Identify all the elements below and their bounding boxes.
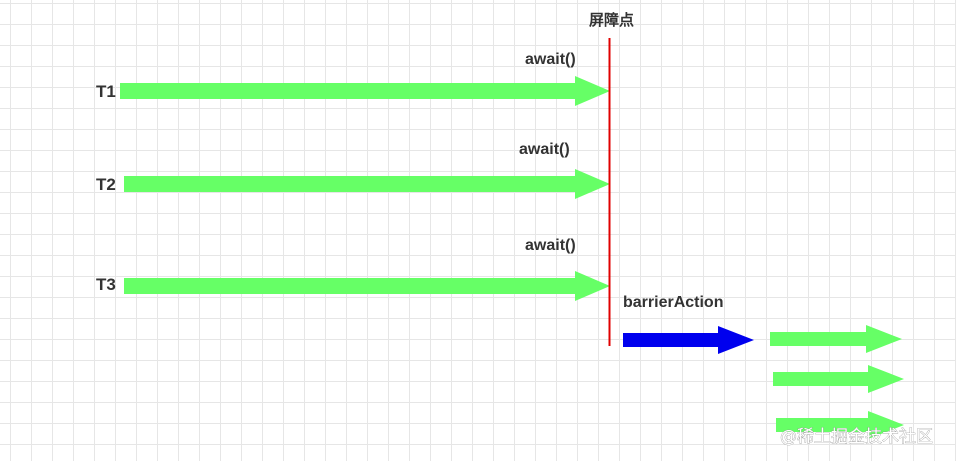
- thread-label-t1: T1: [96, 82, 116, 101]
- barrier-action-arrow: [623, 326, 754, 354]
- thread-arrow-t2: [124, 169, 610, 199]
- watermark: @稀土掘金技术社区: [780, 427, 933, 447]
- await-label-t3: await(): [525, 237, 576, 254]
- barrier-point-label: 屏障点: [589, 11, 634, 29]
- barrier-action-label: barrierAction: [623, 294, 723, 311]
- post-barrier-arrow-3: [776, 411, 904, 439]
- await-label-t2: await(): [519, 141, 570, 158]
- post-barrier-arrow-2: [773, 365, 904, 393]
- thread-row-t2: T2 await(): [96, 141, 610, 199]
- thread-row-t3: T3 await(): [96, 237, 610, 301]
- await-label-t1: await(): [525, 51, 576, 68]
- thread-arrow-t1: [120, 76, 610, 106]
- thread-label-t2: T2: [96, 175, 116, 194]
- thread-label-t3: T3: [96, 275, 116, 294]
- thread-row-t1: T1 await(): [96, 51, 610, 106]
- thread-arrow-t3: [124, 271, 610, 301]
- post-barrier-arrow-1: [770, 325, 902, 353]
